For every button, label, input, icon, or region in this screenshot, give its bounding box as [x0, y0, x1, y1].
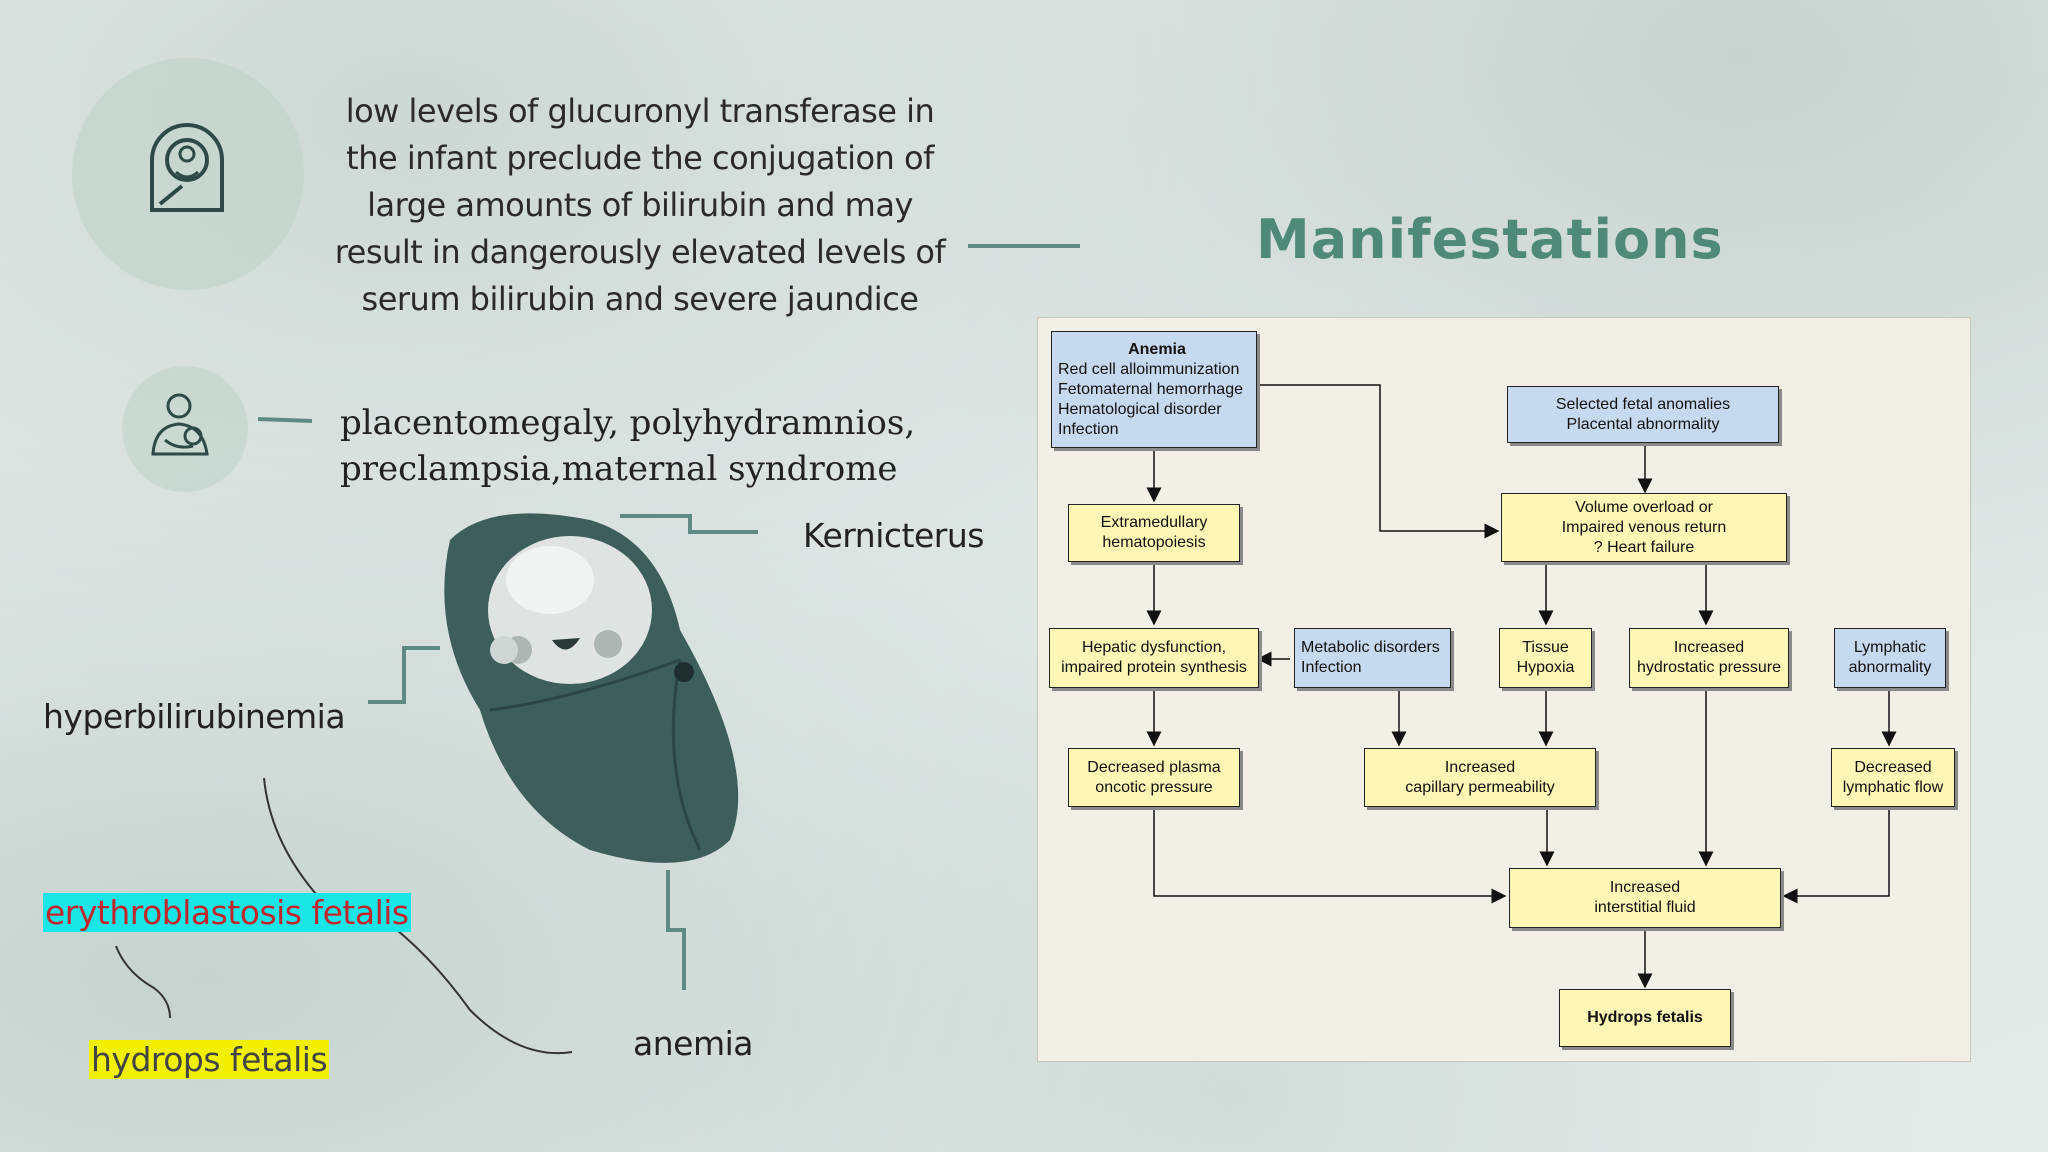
box-volume-overload: Volume overload or Impaired venous retur…	[1501, 493, 1787, 562]
box-text: Increased	[1673, 639, 1745, 656]
erythroblastosis-highlight: erythroblastosis fetalis	[43, 893, 411, 932]
box-text: Metabolic disorders	[1301, 639, 1440, 656]
box-anemia-title: Anemia	[1128, 340, 1186, 358]
box-text: Lymphatic	[1853, 639, 1927, 656]
box-text: interstitial fluid	[1594, 899, 1696, 916]
manifestations-title: Manifestations	[1256, 208, 1724, 271]
box-text: Impaired venous return	[1561, 518, 1727, 536]
box-extramedullary: Extramedullary hematopoiesis	[1068, 504, 1240, 562]
box-anemia-line: Hematological disorder	[1058, 400, 1222, 418]
erythroblastosis-label: erythroblastosis fetalis	[43, 893, 411, 932]
box-text: Infection	[1301, 659, 1362, 676]
box-text: Increased	[1609, 879, 1681, 896]
box-text: abnormality	[1848, 659, 1932, 676]
box-text: Hypoxia	[1516, 659, 1575, 676]
flowchart-arrows	[1146, 384, 1897, 989]
box-text: hydrostatic pressure	[1636, 659, 1782, 676]
box-text: Hepatic dysfunction,	[1081, 639, 1227, 656]
box-interstitial: Increased interstitial fluid	[1509, 868, 1781, 928]
mother-with-baby-icon	[151, 393, 209, 456]
maternal-text: placentomegaly, polyhydramnios, preclamp…	[340, 403, 916, 489]
box-lymphatic-abnormality: Lymphatic abnormality	[1834, 628, 1946, 688]
baby-in-womb-icon	[150, 123, 224, 212]
box-text: Placental abnormality	[1566, 415, 1720, 433]
hydrops-label: hydrops fetalis	[89, 1040, 330, 1079]
box-metabolic: Metabolic disorders Infection	[1294, 628, 1451, 688]
anemia-label: anemia	[633, 1024, 753, 1063]
box-text: ? Heart failure	[1593, 538, 1695, 556]
box-fetal-anomalies: Selected fetal anomalies Placental abnor…	[1507, 386, 1779, 443]
box-oncotic: Decreased plasma oncotic pressure	[1068, 748, 1240, 807]
box-text: Selected fetal anomalies	[1555, 395, 1731, 413]
box-text: Extramedullary	[1100, 514, 1208, 531]
hyperbilirubinemia-label: hyperbilirubinemia	[43, 697, 346, 736]
box-text: Increased	[1444, 758, 1516, 776]
box-text: Volume overload or	[1575, 498, 1713, 516]
box-text: hematopoiesis	[1102, 534, 1206, 551]
box-hydrostatic: Increased hydrostatic pressure	[1629, 628, 1789, 688]
box-anemia-line: Red cell alloimmunization	[1058, 360, 1240, 378]
glucuronyl-paragraph: low levels of glucuronyl transferase in …	[334, 92, 946, 318]
box-lymphatic-flow: Decreased lymphatic flow	[1831, 748, 1955, 807]
icon-circle-2	[122, 366, 248, 492]
kernicterus-label: Kernicterus	[803, 516, 984, 555]
box-anemia: Anemia Red cell alloimmunization Fetomat…	[1051, 331, 1257, 448]
manifestations-flowchart: Anemia Red cell alloimmunization Fetomat…	[1037, 317, 1971, 1062]
box-hydrops-fetalis: Hydrops fetalis	[1559, 989, 1731, 1047]
box-anemia-line: Infection	[1058, 420, 1119, 438]
box-text: oncotic pressure	[1095, 778, 1213, 796]
box-anemia-line: Fetomaternal hemorrhage	[1058, 380, 1243, 398]
swaddled-baby-illustration	[444, 513, 739, 863]
box-tissue-hypoxia: Tissue Hypoxia	[1499, 628, 1592, 688]
box-capillary: Increased capillary permeability	[1364, 748, 1596, 807]
box-text: Tissue	[1522, 639, 1569, 656]
hydrops-highlight: hydrops fetalis	[89, 1040, 330, 1079]
icon-circle-1	[72, 58, 304, 290]
box-text: Decreased plasma	[1087, 758, 1221, 776]
box-text: Hydrops fetalis	[1587, 1009, 1703, 1026]
box-text: lymphatic flow	[1842, 778, 1944, 796]
box-text: Decreased	[1854, 758, 1932, 776]
box-hepatic: Hepatic dysfunction, impaired protein sy…	[1049, 628, 1259, 688]
box-text: capillary permeability	[1405, 778, 1555, 796]
box-text: impaired protein synthesis	[1061, 659, 1247, 676]
